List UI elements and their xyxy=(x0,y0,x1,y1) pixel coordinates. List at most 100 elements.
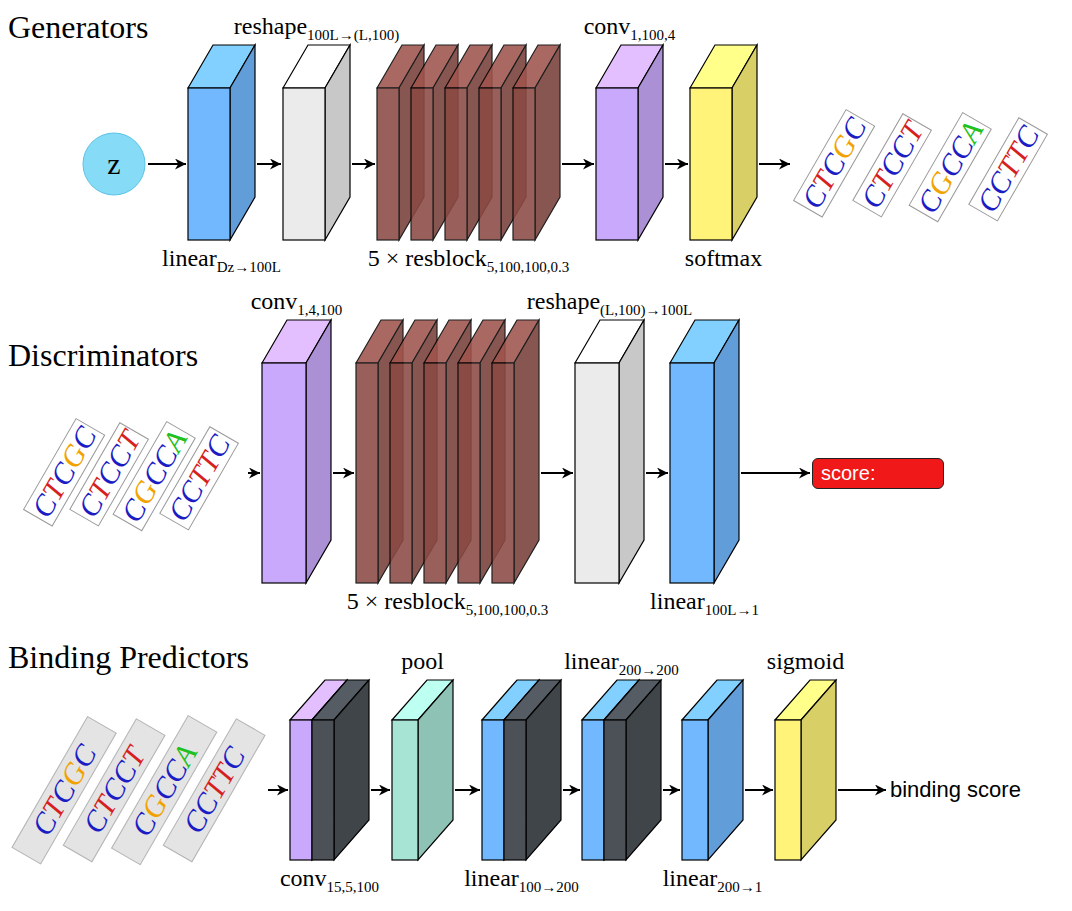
layer-block: pool xyxy=(392,680,453,860)
row-title: Generators xyxy=(8,10,148,45)
slab-front xyxy=(670,363,714,583)
layer-label: linearDz→100L xyxy=(162,244,281,273)
slab-side xyxy=(714,320,739,583)
layer-label-part: reshape xyxy=(234,13,307,39)
flow-arrow xyxy=(665,163,688,165)
sequence-stack: CTCGCCTCCTCGCCACCTTC xyxy=(792,99,1054,229)
slab xyxy=(283,45,350,240)
layer-label: reshape(L,100)→100L xyxy=(527,287,692,316)
layer-label: conv15,5,100 xyxy=(280,864,379,893)
slab xyxy=(513,45,560,240)
layer-label: softmax xyxy=(685,244,762,273)
slab-side xyxy=(626,680,661,860)
slab-front xyxy=(283,88,325,240)
output-label: binding score xyxy=(888,775,1023,805)
layer-block: linear200→200 xyxy=(582,680,661,860)
slab xyxy=(492,320,539,583)
slab-side xyxy=(306,320,331,583)
flow-arrow xyxy=(248,472,260,474)
flow-arrow xyxy=(745,789,773,791)
slab-front xyxy=(513,88,535,240)
layer-block: conv1,4,100 xyxy=(262,320,331,583)
slab xyxy=(312,680,369,860)
layer-shape xyxy=(575,320,644,583)
layer-slabs xyxy=(377,45,560,240)
layer-label-part: linear xyxy=(650,588,705,614)
flow-arrow xyxy=(563,789,580,791)
slab-front xyxy=(424,363,446,583)
layer-slabs xyxy=(262,320,331,583)
layer-label: linear100→200 xyxy=(464,864,579,893)
layer-slabs xyxy=(575,320,644,583)
layer-block: reshape(L,100)→100L xyxy=(575,320,644,583)
layer-label-part: linear xyxy=(564,648,619,674)
slab xyxy=(392,680,453,860)
slab-front xyxy=(492,363,514,583)
layer-label: linear200→200 xyxy=(564,647,679,676)
slab-front xyxy=(458,363,480,583)
latent-label: z xyxy=(107,149,120,179)
layer-slabs xyxy=(356,320,539,583)
layer-shape xyxy=(670,320,739,583)
layer-label-part: 200→1 xyxy=(717,879,762,895)
layer-block: linearDz→100L xyxy=(188,45,255,240)
layer-slabs xyxy=(690,45,757,240)
layer-label-part: 200→200 xyxy=(619,662,679,678)
layer-shape xyxy=(377,45,560,240)
layer-label-part: linear xyxy=(162,245,217,271)
layer-slabs xyxy=(670,320,739,583)
flow-arrow xyxy=(352,163,375,165)
slab-front xyxy=(390,363,412,583)
flow-arrow xyxy=(333,472,354,474)
layer-label-part: Dz→100L xyxy=(217,259,281,275)
flow-arrow xyxy=(759,163,790,165)
layer-shape xyxy=(283,45,350,240)
slab-front xyxy=(479,88,501,240)
layer-shape xyxy=(290,680,369,860)
flow-arrow xyxy=(838,789,886,791)
slab xyxy=(504,680,561,860)
layer-label-part: 100→200 xyxy=(519,879,579,895)
layer-block: reshape100L→(L,100) xyxy=(283,45,350,240)
layer-shape xyxy=(582,680,661,860)
layer-label: reshape100L→(L,100) xyxy=(234,12,399,41)
layer-label: conv1,100,4 xyxy=(584,12,676,41)
layer-block: linear100L→1 xyxy=(670,320,739,583)
layer-label-part: pool xyxy=(401,648,444,674)
slab-front xyxy=(682,720,708,860)
flow-arrow xyxy=(562,163,594,165)
layer-shape xyxy=(596,45,663,240)
slab xyxy=(262,320,331,583)
slab xyxy=(188,45,255,240)
layer-label: pool xyxy=(401,647,444,676)
slab-side xyxy=(708,680,743,860)
flow-arrow xyxy=(541,472,573,474)
score-box: score: xyxy=(812,458,944,489)
slab xyxy=(670,320,739,583)
layer-label: 5 × resblock5,100,100,0.3 xyxy=(347,587,548,616)
slab-side xyxy=(535,45,560,240)
slab-side xyxy=(732,45,757,240)
layer-label-part: 5,100,100,0.3 xyxy=(487,259,570,275)
slab-front xyxy=(356,363,378,583)
slab-front xyxy=(290,720,312,860)
layer-block: linear200→1 xyxy=(682,680,743,860)
layer-label-part: conv xyxy=(251,288,298,314)
latent-circle: z xyxy=(82,132,146,196)
slab-front xyxy=(377,88,399,240)
layer-slabs xyxy=(283,45,350,240)
slab-front xyxy=(262,363,306,583)
slab-front xyxy=(596,88,638,240)
layer-slabs xyxy=(775,680,836,860)
layer-label-part: sigmoid xyxy=(767,648,844,674)
layer-label: linear100L→1 xyxy=(650,587,759,616)
layer-shape xyxy=(775,680,836,860)
layer-label-part: reshape xyxy=(527,288,600,314)
flow-arrow xyxy=(741,472,810,474)
slab-front xyxy=(690,88,732,240)
slab-side xyxy=(418,680,453,860)
layer-label: linear200→1 xyxy=(663,864,763,893)
slab xyxy=(575,320,644,583)
layer-label-part: 15,5,100 xyxy=(327,879,380,895)
